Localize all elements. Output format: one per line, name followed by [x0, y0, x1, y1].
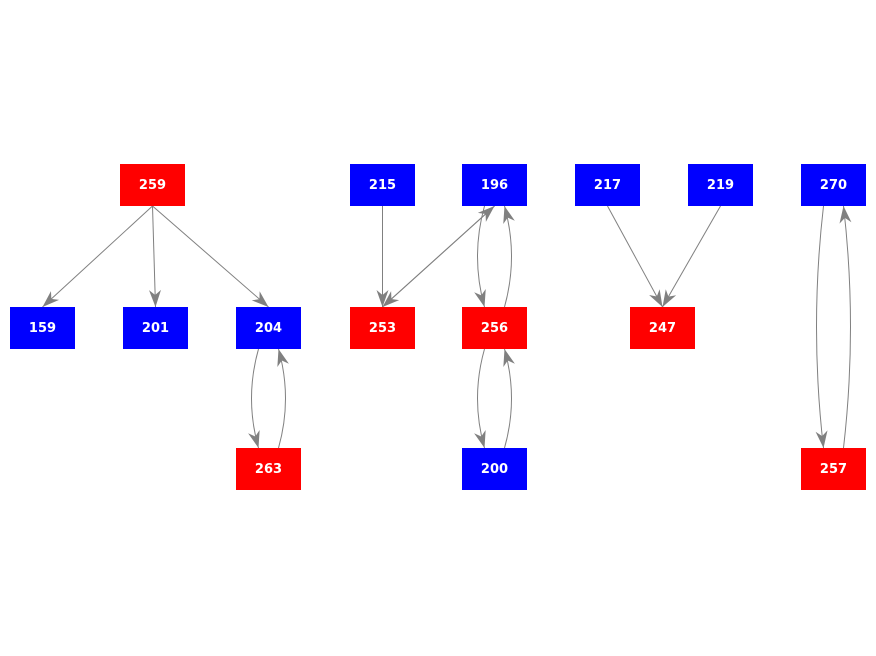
graph-edge-256-to-200	[477, 348, 485, 449]
graph-edge-257-to-270	[843, 205, 851, 449]
graph-node-219[interactable]: 219	[688, 164, 753, 206]
graph-node-159[interactable]: 159	[10, 307, 75, 349]
graph-edge-219-to-247	[662, 205, 721, 308]
graph-node-label: 219	[706, 177, 735, 193]
graph-node-label: 201	[141, 320, 170, 336]
graph-node-label: 196	[480, 177, 509, 193]
graph-node-247[interactable]: 247	[630, 307, 695, 349]
graph-edge-259-to-204	[152, 205, 269, 308]
graph-edge-270-to-257	[816, 205, 824, 449]
graph-edge-204-to-263	[251, 348, 259, 449]
arrowhead-256-to-200	[474, 430, 486, 448]
arrowhead-259-to-204	[251, 291, 269, 307]
graph-node-259[interactable]: 259	[120, 164, 185, 206]
graph-edge-256-to-196	[504, 205, 512, 308]
arrowhead-204-to-263	[248, 430, 260, 448]
graph-node-label: 253	[368, 320, 397, 336]
graph-node-label: 247	[648, 320, 677, 336]
arrowhead-263-to-204	[277, 349, 289, 367]
graph-node-label: 204	[254, 320, 283, 336]
arrowhead-217-to-247	[649, 289, 663, 307]
graph-node-204[interactable]: 204	[236, 307, 301, 349]
graph-node-label: 259	[138, 177, 167, 193]
graph-node-label: 217	[593, 177, 622, 193]
graph-node-201[interactable]: 201	[123, 307, 188, 349]
graph-node-label: 270	[819, 177, 848, 193]
graph-edge-217-to-247	[607, 205, 663, 308]
graph-node-215[interactable]: 215	[350, 164, 415, 206]
graph-node-label: 215	[368, 177, 397, 193]
graph-node-200[interactable]: 200	[462, 448, 527, 490]
arrowhead-257-to-270	[839, 206, 852, 224]
graph-edge-259-to-201	[152, 205, 156, 308]
graph-node-label: 200	[480, 461, 509, 477]
arrowhead-259-to-159	[42, 291, 60, 307]
graph-edge-200-to-256	[504, 348, 512, 449]
graph-node-label: 159	[28, 320, 57, 336]
arrowhead-256-to-196	[503, 206, 515, 224]
arrowhead-200-to-256	[503, 349, 515, 367]
graph-node-263[interactable]: 263	[236, 448, 301, 490]
graph-node-217[interactable]: 217	[575, 164, 640, 206]
arrowhead-215-to-253	[376, 290, 389, 307]
graph-node-256[interactable]: 256	[462, 307, 527, 349]
graph-node-label: 256	[480, 320, 509, 336]
arrowhead-219-to-247	[662, 289, 677, 307]
arrowhead-259-to-201	[148, 289, 161, 307]
graph-edge-259-to-159	[42, 205, 153, 308]
graph-node-label: 263	[254, 461, 283, 477]
graph-edge-263-to-204	[278, 348, 286, 449]
arrowhead-270-to-257	[815, 430, 828, 448]
arrowhead-196-to-256	[474, 289, 486, 307]
graph-node-label: 257	[819, 461, 848, 477]
graph-edge-196-to-256	[477, 205, 485, 308]
graph-node-257[interactable]: 257	[801, 448, 866, 490]
arrowhead-253-to-196	[477, 206, 495, 222]
graph-node-270[interactable]: 270	[801, 164, 866, 206]
graph-node-253[interactable]: 253	[350, 307, 415, 349]
graph-node-196[interactable]: 196	[462, 164, 527, 206]
